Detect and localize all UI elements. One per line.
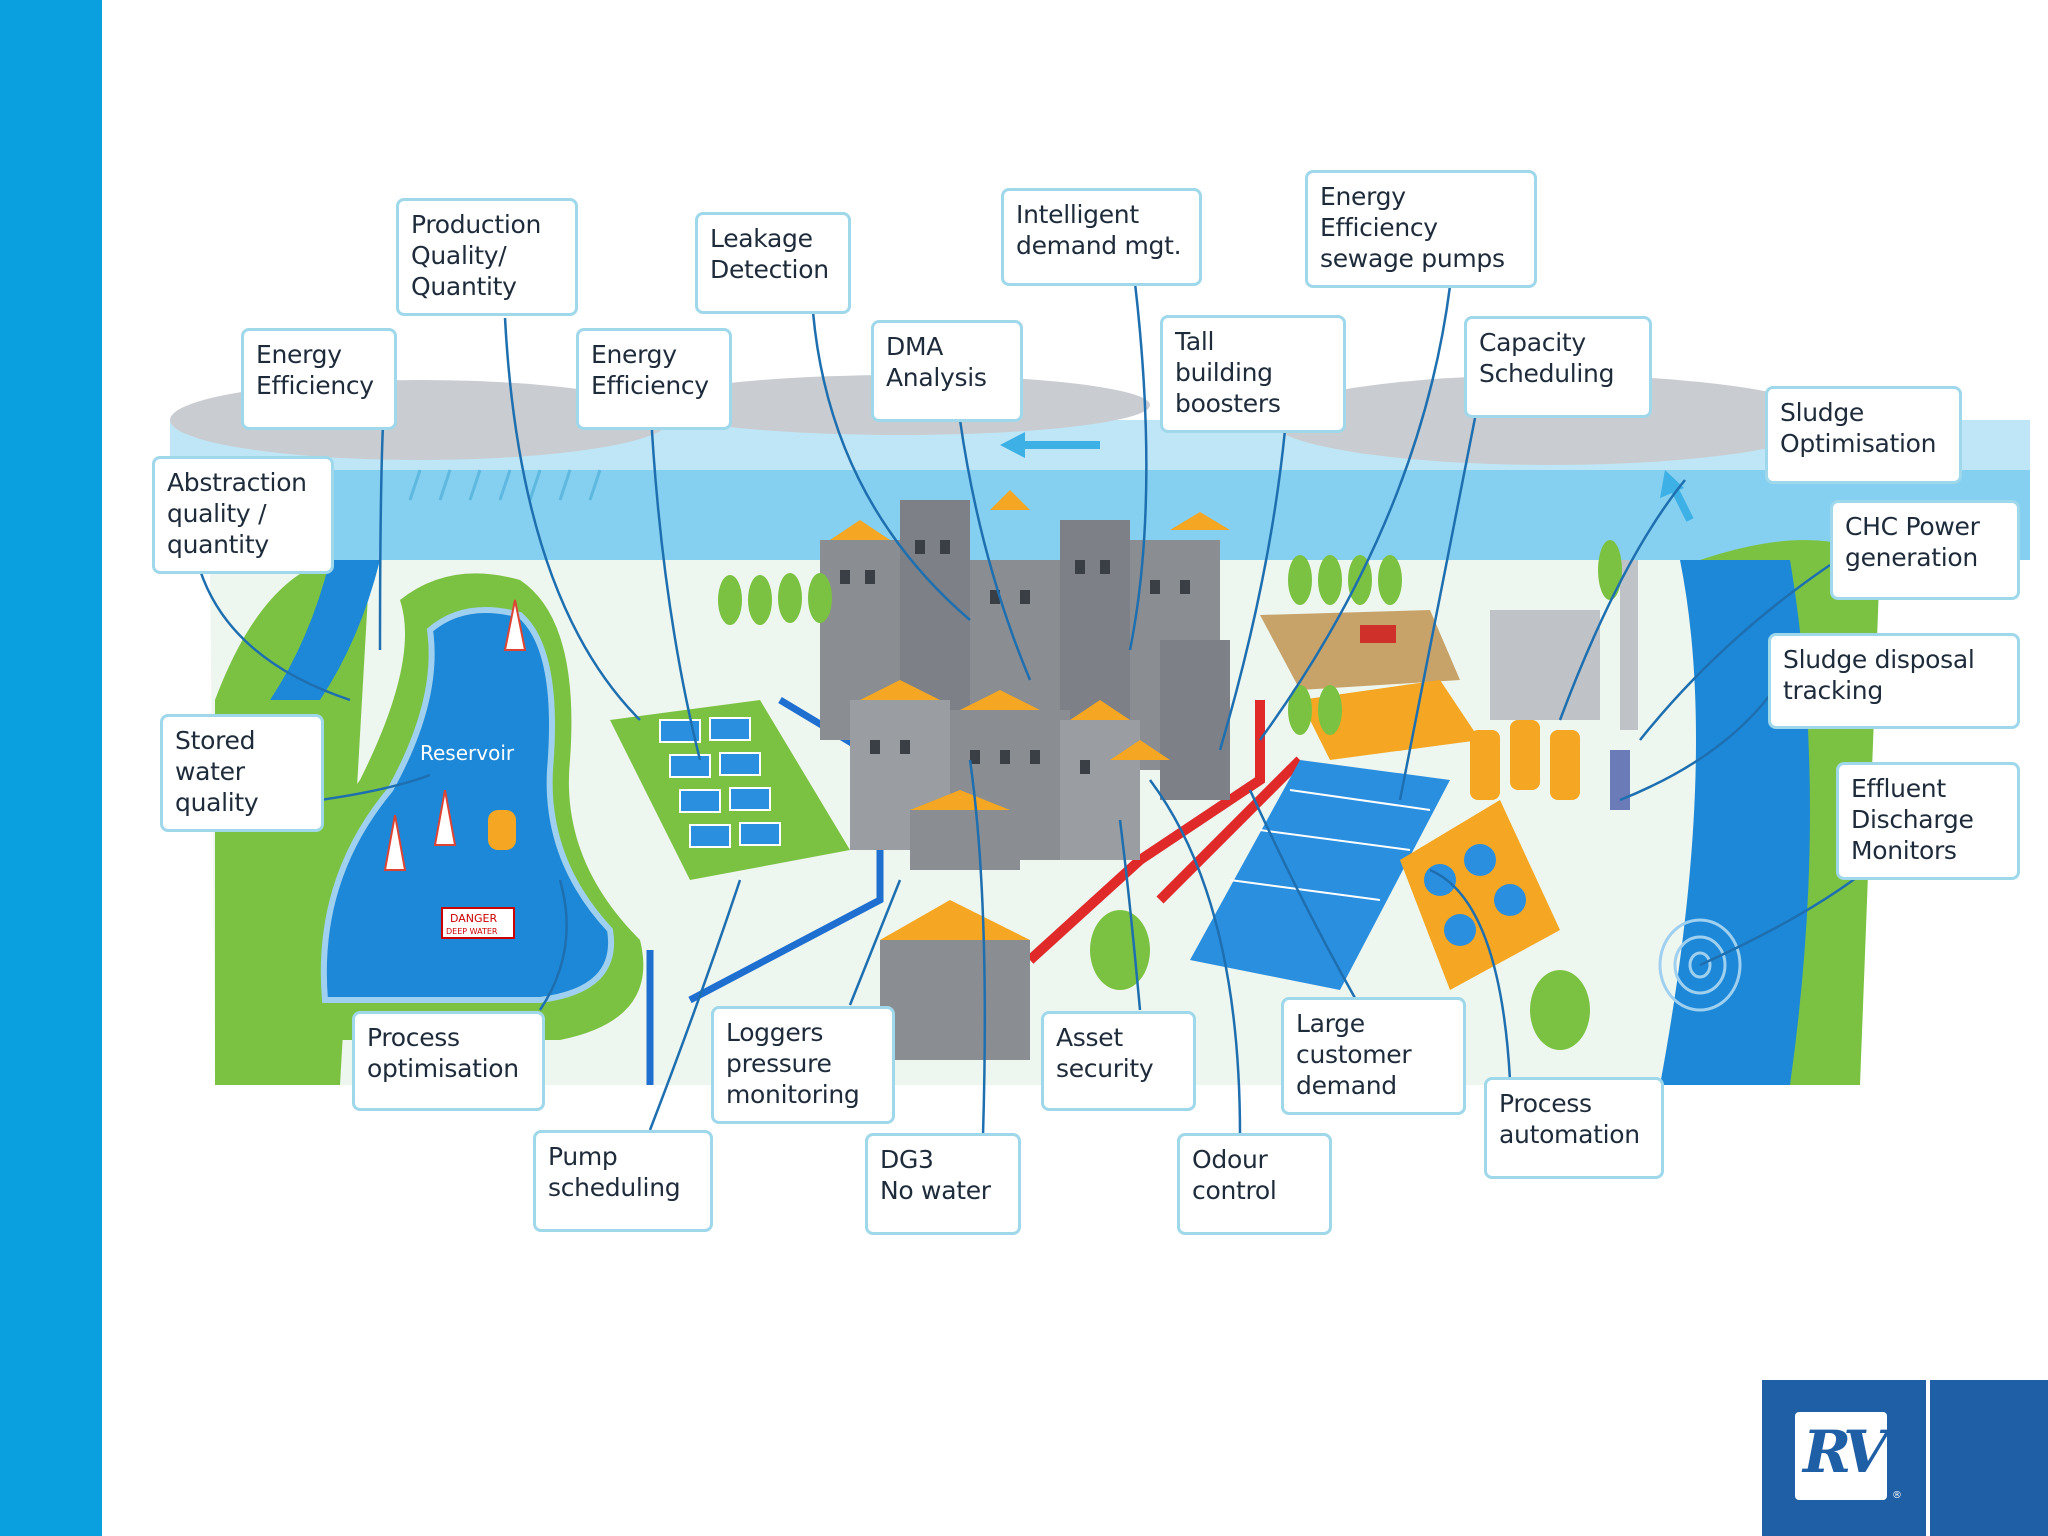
callout-energy-efficiency-sewage: Energy Efficiency sewage pumps [1305, 170, 1537, 288]
callout-tall-building-boosters: Tall building boosters [1160, 315, 1346, 433]
callout-leader-lines [198, 282, 1861, 1136]
danger-sign-line2: DEEP WATER [446, 927, 498, 936]
city-buildings [820, 490, 1230, 1060]
callout-capacity-scheduling: Capacity Scheduling [1464, 316, 1652, 418]
callout-process-optimisation: Process optimisation [352, 1011, 545, 1111]
clouds [170, 375, 1830, 465]
outfall-ripples [1658, 918, 1742, 1012]
callout-sludge-optimisation: Sludge Optimisation [1765, 386, 1962, 484]
trees [718, 540, 1622, 1050]
reservoir-water [320, 607, 615, 1003]
callout-production-quality: Production Quality/ Quantity [396, 198, 578, 316]
callout-effluent-discharge: Effluent Discharge Monitors [1836, 762, 2020, 880]
callout-intelligent-demand: Intelligent demand mgt. [1001, 188, 1202, 286]
callout-stored-water-quality: Stored water quality [160, 714, 324, 832]
rv-logo-text: RV [1803, 1418, 1888, 1486]
callout-odour-control: Odour control [1177, 1133, 1332, 1235]
callout-asset-security: Asset security [1041, 1011, 1196, 1111]
sailboats [383, 599, 527, 871]
rain [408, 469, 602, 501]
sewage-works [1190, 560, 1638, 990]
callout-energy-efficiency-1: Energy Efficiency [241, 328, 397, 430]
treatment-tanks [610, 700, 850, 880]
callout-energy-efficiency-2: Energy Efficiency [576, 328, 732, 430]
accent-side-bar [0, 0, 102, 1536]
callout-large-customer-demand: Large customer demand [1281, 997, 1466, 1115]
callout-loggers-pressure: Loggers pressure monitoring [711, 1006, 895, 1124]
callout-sludge-disposal: Sludge disposal tracking [1768, 633, 2020, 729]
callout-dma-analysis: DMA Analysis [871, 320, 1023, 422]
callout-abstraction-quality: Abstraction quality / quantity [152, 456, 334, 574]
callout-dg3-no-water: DG3 No water [865, 1133, 1021, 1235]
callout-chc-power: CHC Power generation [1830, 500, 2020, 600]
tractor [1360, 625, 1396, 643]
farm-field [1260, 610, 1460, 690]
logo-registered-mark: ® [1892, 1490, 1902, 1501]
reservoir-label: Reservoir [420, 741, 515, 765]
callout-pump-scheduling: Pump scheduling [533, 1130, 713, 1232]
callout-process-automation: Process automation [1484, 1077, 1664, 1179]
danger-sign-line1: DANGER [450, 912, 498, 925]
callout-leakage-detection: Leakage Detection [695, 212, 851, 314]
rv-logo-mark [1795, 1412, 1887, 1500]
logo-panel-right [1930, 1380, 2048, 1536]
